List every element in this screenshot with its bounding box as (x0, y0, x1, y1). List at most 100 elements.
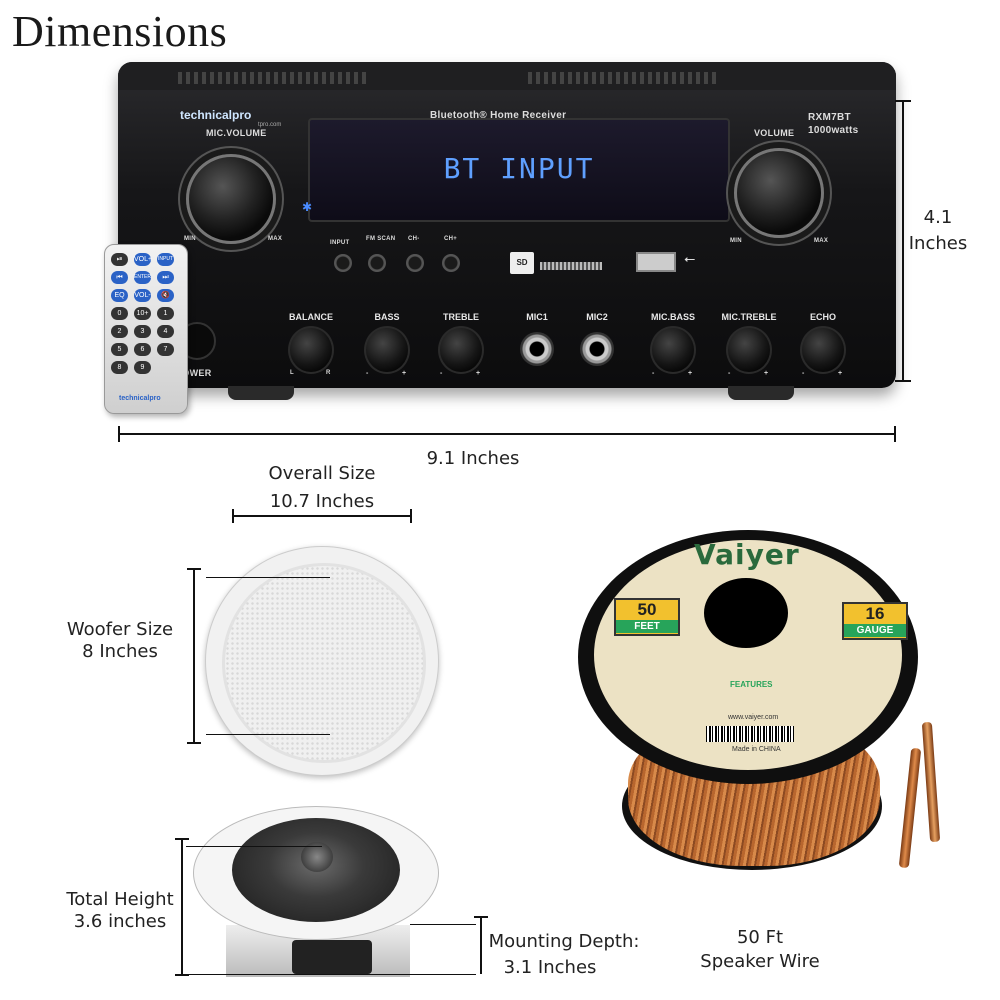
remote-key-4[interactable]: 4 (157, 325, 174, 338)
dimension-cap (187, 568, 201, 570)
vent (528, 72, 718, 84)
total-height-line (181, 838, 183, 976)
treble-label: TREBLE (443, 312, 479, 322)
remote-vol-down-button[interactable]: VOL- (134, 289, 151, 302)
mic1-jack[interactable] (520, 332, 554, 366)
ch-plus-button[interactable] (442, 254, 460, 272)
ch-minus-button[interactable] (406, 254, 424, 272)
remote-key-9[interactable]: 9 (134, 361, 151, 374)
baseline-pointer (186, 974, 476, 975)
woofer-dimension-line (193, 568, 195, 744)
dimension-cap (895, 380, 911, 382)
speaker-tweeter (301, 842, 333, 872)
gauge-label: GAUGE (844, 624, 906, 637)
speaker-crossover (292, 940, 372, 974)
overall-size-title: Overall Size (268, 463, 376, 484)
ch-plus-button-label: CH+ (444, 236, 458, 242)
mic-treble-knob[interactable] (726, 326, 772, 374)
remote-eq-button[interactable]: EQ (111, 289, 128, 302)
volume-knob[interactable] (734, 148, 824, 238)
bass-knob[interactable] (364, 326, 410, 374)
remote-key-2[interactable]: 2 (111, 325, 128, 338)
echo-minus: - (802, 370, 805, 377)
treble-knob[interactable] (438, 326, 484, 374)
remote-key-5[interactable]: 5 (111, 343, 128, 356)
ch-minus-button-label: CH- (408, 236, 420, 242)
bass-minus: - (366, 370, 369, 377)
sd-card-slot[interactable] (540, 262, 602, 270)
features-title: FEATURES (730, 680, 773, 689)
receiver-image: technicalpro tpro.com Bluetooth® Home Re… (118, 62, 896, 388)
width-dimension-label: 9.1 Inches (426, 448, 520, 469)
treble-plus: + (476, 370, 481, 377)
remote-enter-button[interactable]: ENTER (134, 271, 151, 284)
mounting-pointer (410, 924, 476, 925)
mic-bass-knob[interactable] (650, 326, 696, 374)
dimension-cap (474, 916, 488, 918)
bluetooth-label: Bluetooth® Home Receiver (430, 110, 567, 121)
total-height-title: Total Height (66, 889, 174, 910)
overall-size-value: 10.7 Inches (269, 491, 375, 512)
balance-left: L (290, 370, 294, 376)
volume-label: VOLUME (754, 128, 795, 138)
gauge-badge: 16 GAUGE (842, 602, 908, 640)
spool-hole (704, 578, 788, 648)
input-button[interactable] (334, 254, 352, 272)
remote-input-button[interactable]: INPUT (157, 253, 174, 266)
usb-port[interactable] (636, 252, 676, 272)
overall-size-line (232, 515, 412, 517)
remote-key-1[interactable]: 1 (157, 307, 174, 320)
feet-value: 50 (637, 600, 657, 619)
remote-key-0[interactable]: 0 (111, 307, 128, 320)
made-in-label: Made in CHINA (732, 746, 781, 753)
dimension-cap (118, 426, 120, 442)
dimension-cap (410, 509, 412, 523)
remote-vol-up-button[interactable]: VOL+ (134, 253, 152, 266)
remote-key-7[interactable]: 7 (157, 343, 174, 356)
total-height-pointer (186, 846, 322, 847)
mic-treble-label: MIC.TREBLE (721, 312, 777, 322)
remote-key-3[interactable]: 3 (134, 325, 151, 338)
mic-bass-plus: + (688, 370, 693, 377)
height-dimension-unit: Inches (908, 233, 968, 254)
remote-play-pause-button[interactable]: ⏯ (111, 253, 128, 266)
page-title: Dimensions (12, 7, 228, 56)
sd-label: SD (510, 252, 534, 274)
mic2-jack[interactable] (580, 332, 614, 366)
dimension-cap (175, 838, 189, 840)
remote-key-10plus[interactable]: 10+ (134, 307, 151, 320)
feet-label: FEET (616, 620, 678, 633)
dimension-cap (232, 509, 234, 523)
dimension-cap (175, 974, 189, 976)
remote-key-6[interactable]: 6 (134, 343, 151, 356)
fm-scan-button[interactable] (368, 254, 386, 272)
total-height-value: 3.6 inches (73, 911, 167, 932)
balance-knob[interactable] (288, 326, 334, 374)
echo-label: ECHO (809, 312, 836, 322)
mic-volume-knob[interactable] (186, 154, 276, 244)
mounting-depth-value: 3.1 Inches (503, 957, 597, 978)
receiver-brand: technicalpro (180, 108, 252, 122)
bass-plus: + (402, 370, 407, 377)
remote-key-8[interactable]: 8 (111, 361, 128, 374)
remote-prev-button[interactable]: ⏮ (111, 271, 128, 284)
treble-minus: - (440, 370, 443, 377)
speaker-wire-end (921, 721, 941, 843)
remote-button-grid: ⏯ VOL+ INPUT ⏮ ENTER ⏭ EQ VOL- 🔇 0 10+ 1… (111, 253, 174, 374)
fm-scan-button-label: FM SCAN (366, 236, 396, 242)
mic-volume-label: MIC.VOLUME (206, 128, 267, 138)
remote-next-button[interactable]: ⏭ (157, 271, 174, 284)
woofer-size-title: Woofer Size (66, 619, 174, 640)
remote-mute-button[interactable]: 🔇 (157, 289, 174, 302)
mic-bass-label: MIC.BASS (650, 312, 695, 322)
receiver-foot (728, 386, 794, 400)
receiver-brand-url: tpro.com (258, 122, 282, 128)
mic-bass-minus: - (652, 370, 655, 377)
display-text: BT INPUT (443, 152, 595, 185)
speaker-grille (222, 563, 426, 763)
echo-knob[interactable] (800, 326, 846, 374)
gauge-value: 16 (865, 604, 885, 623)
lcd-display: BT INPUT (308, 118, 730, 222)
wire-length-label: 50 Ft (736, 927, 784, 948)
balance-right: R (326, 370, 331, 376)
